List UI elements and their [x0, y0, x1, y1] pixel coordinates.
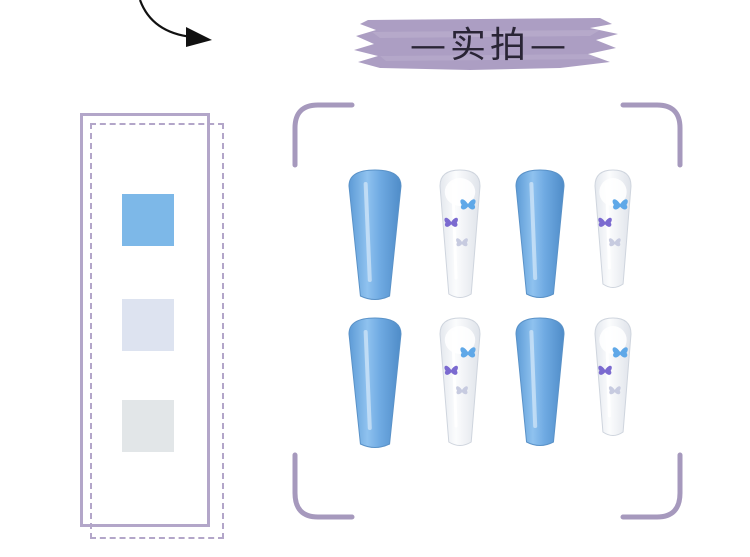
- swatch-panel-dashed-border: [90, 123, 224, 539]
- nail-solid-blue: [515, 169, 565, 298]
- butterfly-icon: [444, 217, 458, 227]
- butterfly-icon: [460, 199, 476, 210]
- butterfly-icon: [612, 347, 628, 358]
- nail-solid-blue: [348, 317, 402, 448]
- butterfly-icon: [608, 238, 621, 247]
- butterfly-icon: [608, 386, 621, 395]
- nail-solid-blue: [515, 317, 565, 446]
- butterfly-icon: [460, 347, 476, 358]
- butterfly-icon: [456, 386, 468, 395]
- color-swatch-pale-lavender: [122, 299, 174, 351]
- curved-arrow-icon: [138, 0, 212, 47]
- nail-solid-blue: [348, 169, 402, 300]
- brush-stroke-background: [354, 18, 618, 70]
- nail-clear-butterfly: [439, 169, 481, 298]
- butterfly-icon: [444, 365, 458, 375]
- butterfly-icon: [456, 238, 468, 247]
- butterfly-icon: [598, 217, 612, 227]
- nail-clear-butterfly: [594, 169, 632, 288]
- nail-clear-butterfly: [594, 317, 632, 436]
- frame-corner-brackets: [292, 102, 683, 520]
- butterfly-icon: [598, 365, 612, 375]
- nail-photo-frame: [292, 102, 683, 520]
- nail-clear-butterfly: [439, 317, 481, 446]
- color-swatch-sky-blue: [122, 194, 174, 246]
- title-banner: —实拍—: [350, 10, 630, 80]
- nail-set: [348, 169, 632, 448]
- swatch-panel-border: [80, 113, 210, 527]
- color-swatch-pale-gray: [122, 400, 174, 452]
- butterfly-icon: [612, 199, 628, 210]
- page-title: —实拍—: [409, 25, 570, 66]
